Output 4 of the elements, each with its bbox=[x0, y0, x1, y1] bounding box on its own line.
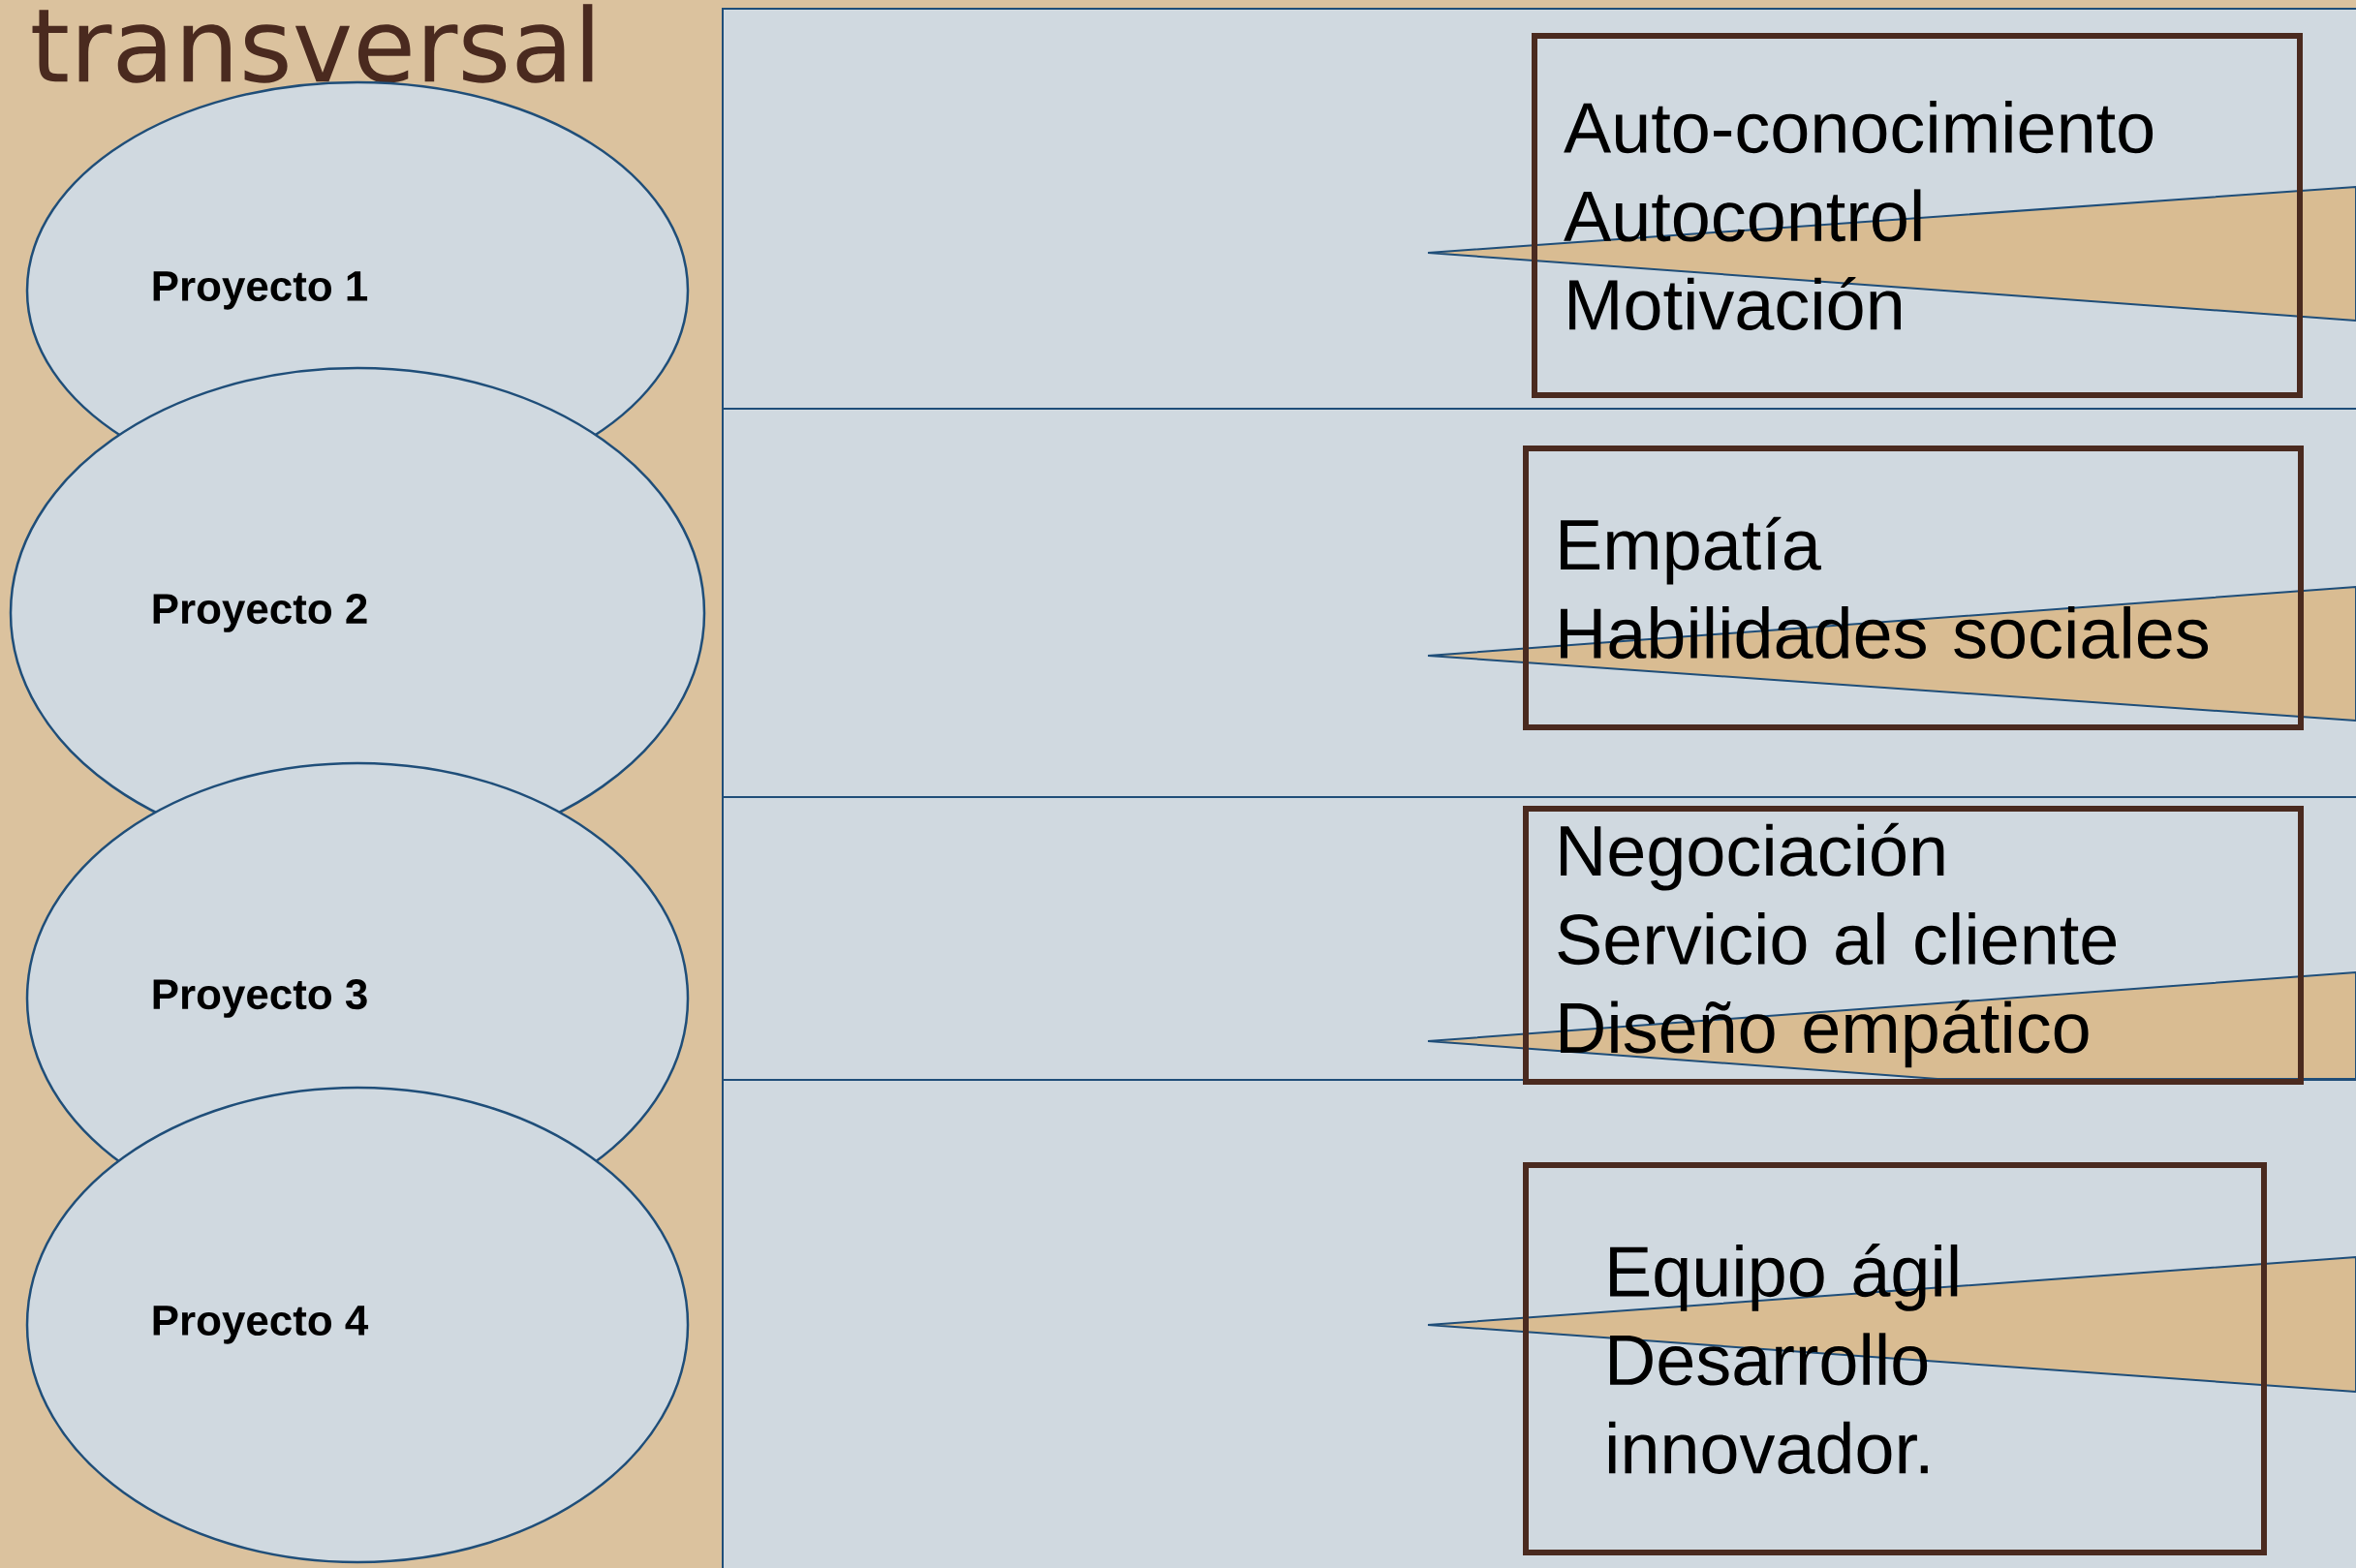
band-panel bbox=[722, 1079, 2356, 1568]
title: transversal bbox=[32, 4, 593, 83]
text-box: Auto-conocimiento Autocontrol Motivación bbox=[1532, 33, 2303, 398]
node-label: Proyecto 4 bbox=[153, 1306, 369, 1344]
